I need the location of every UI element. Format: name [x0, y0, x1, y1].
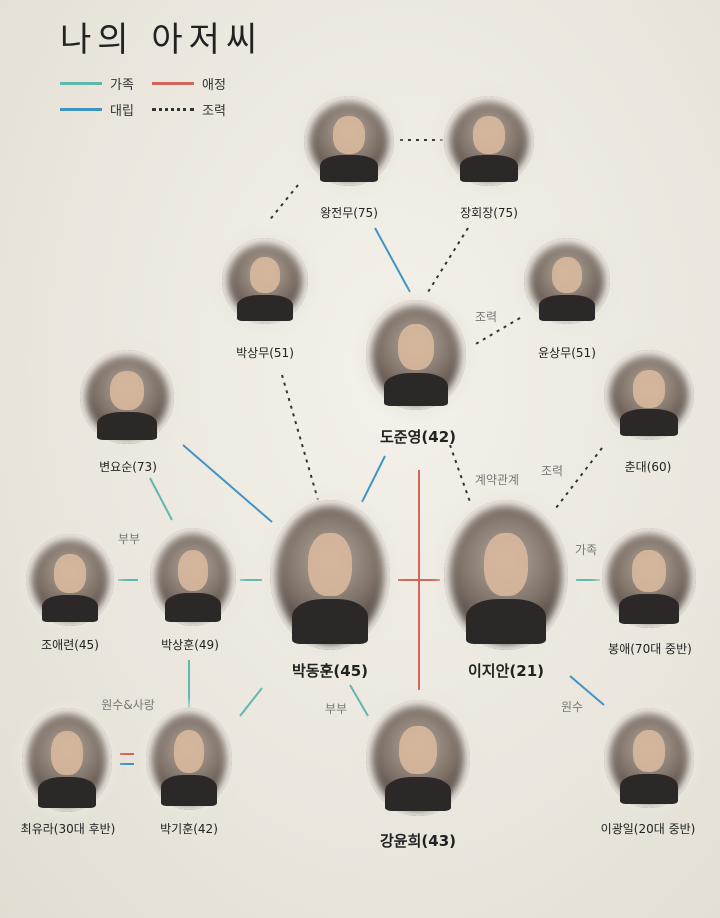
portrait-lee-gwangil [604, 708, 694, 808]
name-jang: 장회장(75) [460, 206, 518, 220]
name-choi: 최유라(30대 후반) [20, 822, 116, 836]
legend-conflict-label: 대립 [110, 104, 134, 119]
diagram-title: 나의 아저씨 [60, 20, 264, 60]
legend-help-label: 조력 [202, 104, 226, 119]
link-jang-do [427, 227, 469, 293]
legend-family: 가족 [60, 74, 134, 93]
portrait-chundae [604, 350, 694, 440]
link-donghun-kang [349, 684, 369, 717]
name-park-sangmu: 박상무(51) [236, 346, 294, 360]
name-lee-gwangil: 이광일(20대 중반) [600, 822, 696, 836]
name-chundae: 춘대(60) [624, 460, 672, 474]
name-lee-jian: 이지안(21) [468, 662, 544, 680]
name-park-sanghun: 박상훈(49) [161, 638, 219, 652]
link-parksangmu-donghun [281, 374, 319, 501]
portrait-yoon [524, 238, 610, 324]
name-do: 도준영(42) [380, 428, 456, 446]
link-yoon-do [473, 317, 521, 346]
link-do-donghun [361, 455, 386, 503]
legend-love: 애정 [152, 74, 226, 93]
link-byun-sanghun [149, 477, 173, 521]
name-park-donghun: 박동훈(45) [292, 662, 368, 680]
name-bongae: 봉애(70대 중반) [608, 642, 692, 656]
rel-label-couple1: 부부 [117, 532, 141, 546]
portrait-park-donghun [270, 500, 390, 650]
link-byun-donghun [182, 444, 273, 523]
rel-label-help2: 조력 [540, 464, 564, 478]
name-byun: 변요순(73) [99, 460, 157, 474]
legend-conflict: 대립 [60, 100, 134, 119]
link-jian-gwangil [569, 675, 605, 706]
rel-label-grudge: 원수 [560, 700, 584, 714]
portrait-jo [26, 534, 114, 626]
portrait-byun [80, 350, 174, 444]
link-donghun-gihun [239, 687, 263, 717]
legend-help: 조력 [152, 100, 226, 119]
legend-love-swatch [152, 82, 194, 85]
portrait-choi [22, 708, 112, 812]
rel-label-contract: 계약관계 [474, 473, 520, 487]
name-wang: 왕전무(75) [320, 206, 378, 220]
legend-help-swatch [152, 108, 194, 111]
name-jo: 조애련(45) [41, 638, 99, 652]
legend-love-label: 애정 [202, 78, 226, 93]
name-kang: 강윤희(43) [380, 832, 456, 850]
link-do-jian [449, 444, 471, 503]
rel-label-help1: 조력 [474, 310, 498, 324]
portrait-jang [444, 96, 534, 186]
portrait-wang [304, 96, 394, 186]
legend-family-swatch [60, 82, 102, 85]
link-wang-do [374, 227, 411, 293]
legend-conflict-swatch [60, 108, 102, 111]
portrait-park-sangmu [222, 238, 308, 324]
portrait-do [366, 300, 466, 410]
rel-label-couple2: 부부 [324, 702, 348, 716]
rel-label-family: 가족 [574, 543, 598, 557]
link-wang-parksangmu [267, 184, 299, 223]
name-park-gihun: 박기훈(42) [160, 822, 218, 836]
rel-label-grudge-love: 원수&사랑 [101, 698, 155, 712]
portrait-park-sanghun [150, 528, 236, 626]
portrait-kang [366, 700, 470, 816]
legend-family-label: 가족 [110, 78, 134, 93]
portrait-lee-jian [444, 500, 568, 650]
portrait-bongae [602, 528, 696, 628]
portrait-park-gihun [146, 708, 232, 810]
name-yoon: 윤상무(51) [538, 346, 596, 360]
